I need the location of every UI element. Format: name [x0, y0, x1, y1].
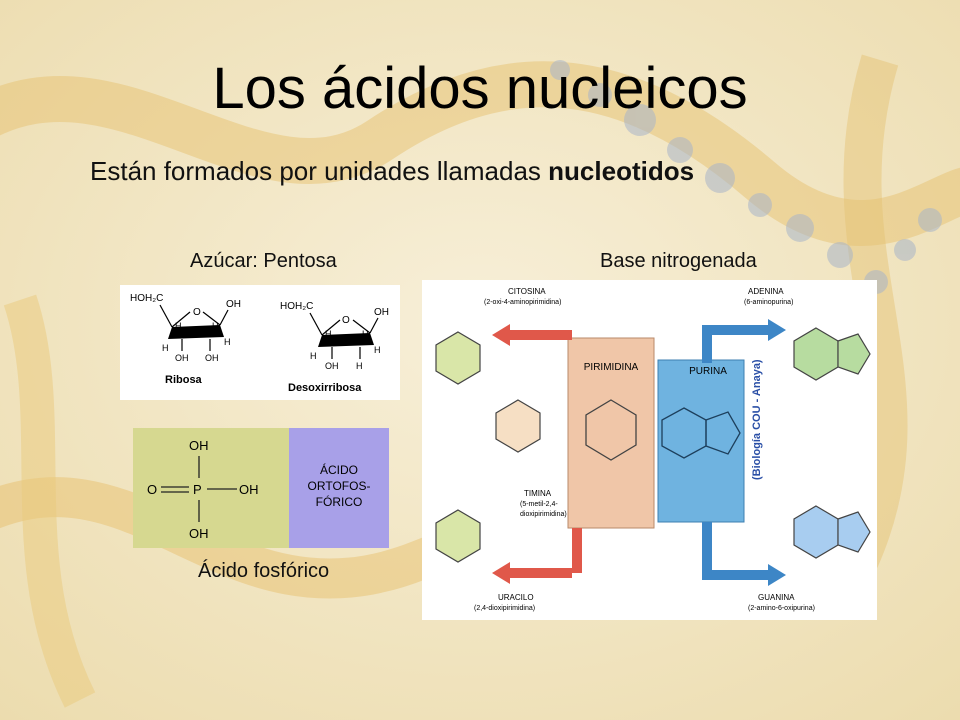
- guanine-ring-5: [837, 511, 871, 553]
- ribose-h-3: H: [162, 343, 169, 353]
- uracil-sub: (2,4-dioxipirimidina): [474, 605, 535, 612]
- ribose-caption: Ribosa: [165, 374, 203, 386]
- deoxyribose-hoh2c: HOH₂C: [280, 301, 313, 312]
- sugars-diagram: HOH₂C O OH H H H H OH OH Ribosa HOH₂C O …: [120, 285, 400, 400]
- ribose-h-2: H: [212, 321, 219, 331]
- slide-subtitle: Están formados por unidades llamadas nuc…: [90, 156, 694, 187]
- purine-ring-5: [705, 411, 741, 455]
- thymine-name: TIMINA: [524, 489, 552, 498]
- acid-name-line2: ORTOFOS-: [308, 479, 371, 493]
- adenine-ring-5: [837, 333, 871, 375]
- ribose-structure: HOH₂C O OH H H H H OH OH Ribosa: [130, 293, 241, 386]
- pyrimidine-arrows: [492, 324, 582, 584]
- deoxyribose-h-5: H: [356, 361, 363, 371]
- acid-oh-top: OH: [189, 438, 209, 453]
- thymine-ring: [495, 399, 541, 453]
- phosphoric-acid-diagram: OH O P OH OH ÁCIDO ORTOFOS- FÓRICO: [133, 428, 389, 548]
- ribose-h-1: H: [175, 321, 182, 331]
- acid-name-line3: FÓRICO: [316, 494, 363, 509]
- label-base: Base nitrogenada: [600, 250, 757, 272]
- purine-arrows: [702, 319, 786, 586]
- deoxyribose-h-1: H: [325, 329, 332, 339]
- deoxyribose-oh-1: OH: [374, 307, 389, 318]
- guanine-name: GUANINA: [758, 593, 795, 602]
- deoxyribose-caption: Desoxirribosa: [288, 382, 362, 394]
- acid-phosphorus: P: [193, 482, 202, 497]
- uracil-ring: [435, 509, 481, 563]
- uracil-name: URACILO: [498, 593, 534, 602]
- cytosine-ring: [435, 331, 481, 385]
- label-sugar: Azúcar: Pentosa: [190, 250, 337, 272]
- ribose-oh-1: OH: [226, 299, 241, 310]
- thymine-sub-2: dioxipirimidina): [520, 511, 567, 518]
- ribose-ring-oxygen: O: [193, 307, 201, 318]
- deoxyribose-ring-oxygen: O: [342, 315, 350, 326]
- slide-title: Los ácidos nucleicos: [212, 56, 748, 121]
- acid-o-left: O: [147, 482, 157, 497]
- guanine-sub: (2-amino-6-oxipurina): [748, 605, 815, 612]
- label-acid: Ácido fosfórico: [198, 560, 330, 582]
- purine-box: [657, 359, 745, 523]
- deoxyribose-h-2: H: [362, 329, 369, 339]
- bases-diagram: PIRIMIDINA PURINA (Biología COU - Anaya)…: [422, 280, 877, 620]
- acid-oh-bottom: OH: [189, 526, 209, 541]
- cytosine-sub: (2-oxi-4-aminopirimidina): [484, 299, 561, 306]
- subtitle-keyword: nucleotidos: [548, 156, 695, 186]
- acid-oh-right: OH: [239, 482, 259, 497]
- deoxyribose-h-4: H: [374, 345, 381, 355]
- ribose-hoh2c: HOH₂C: [130, 293, 163, 304]
- pyrimidine-box: [567, 337, 655, 529]
- thymine-sub-1: (5-metil-2,4-: [520, 501, 558, 508]
- deoxyribose-oh-2: OH: [325, 361, 339, 371]
- subtitle-text: Están formados por unidades llamadas: [90, 156, 549, 186]
- pyrimidine-label: PIRIMIDINA: [584, 362, 639, 373]
- ribose-oh-2: OH: [175, 353, 189, 363]
- ribose-oh-3: OH: [205, 353, 219, 363]
- acid-name-line1: ÁCIDO: [320, 462, 358, 477]
- adenine-sub: (6-aminopurina): [744, 299, 793, 306]
- side-credit: (Biología COU - Anaya): [751, 359, 763, 480]
- pyrimidine-ring: [585, 399, 637, 461]
- deoxyribose-structure: HOH₂C O OH H H H H OH H Desoxirribosa: [280, 301, 389, 394]
- ribose-h-4: H: [224, 337, 231, 347]
- purine-label: PURINA: [689, 366, 727, 377]
- cytosine-name: CITOSINA: [508, 287, 546, 296]
- deoxyribose-h-3: H: [310, 351, 317, 361]
- adenine-name: ADENINA: [748, 287, 784, 296]
